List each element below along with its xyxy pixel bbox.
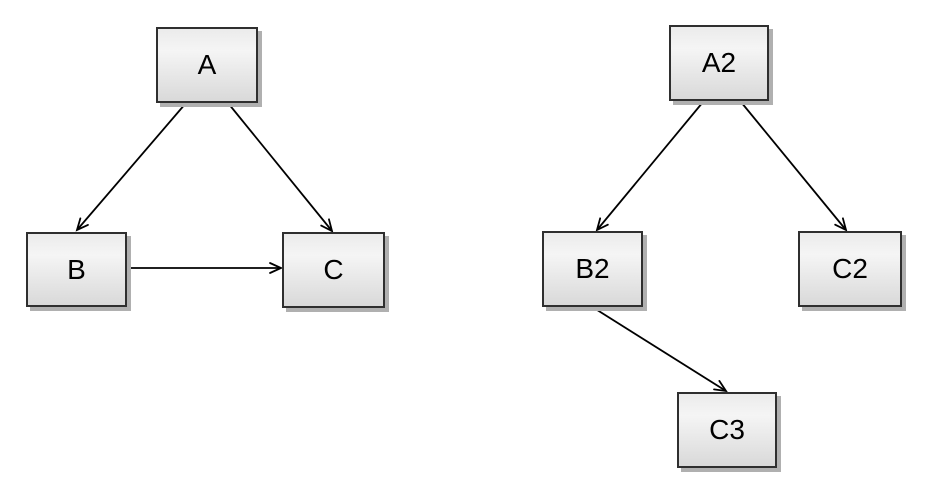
- edge-A-to-C: [227, 102, 334, 233]
- edge-B2-to-C3: [593, 307, 728, 393]
- edge-A2-to-B2: [595, 101, 704, 232]
- node-C-label: C: [323, 254, 344, 285]
- node-C3: C3: [677, 392, 777, 468]
- node-B2-label: B2: [575, 253, 610, 284]
- node-B2: B2: [542, 231, 643, 307]
- node-A: A: [156, 27, 258, 103]
- node-A2-label: A2: [701, 47, 737, 78]
- node-B: B: [26, 232, 127, 307]
- node-A2: A2: [669, 25, 769, 101]
- node-C3-label: C3: [709, 414, 745, 445]
- node-B-label: B: [67, 253, 86, 285]
- node-A-label: A: [197, 49, 217, 80]
- node-C2-label: C2: [832, 253, 868, 284]
- edge-A2-to-C2: [740, 101, 848, 232]
- edge-A-to-B: [75, 102, 187, 232]
- node-C2: C2: [798, 231, 902, 307]
- node-C: C: [282, 232, 385, 308]
